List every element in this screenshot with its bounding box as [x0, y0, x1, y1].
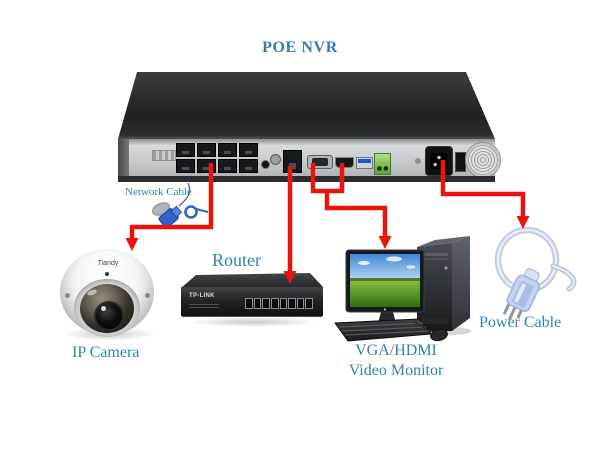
tower-top — [417, 236, 470, 247]
tower-side — [452, 236, 470, 331]
router-port — [279, 298, 288, 309]
router-brand: TP-LINK — [189, 293, 215, 299]
nvr-poe-port — [218, 159, 237, 173]
keyboard-mouse — [334, 318, 448, 342]
camera-screw — [105, 272, 109, 276]
nvr-usb-port — [356, 157, 373, 169]
network-cable-icon — [152, 182, 209, 228]
video-monitor — [345, 249, 425, 332]
monitor-logo — [383, 308, 387, 311]
router-port — [245, 298, 253, 309]
mouse — [430, 328, 448, 342]
nvr-rear-panel — [118, 139, 500, 177]
keyboard-keys-row — [341, 326, 427, 332]
nvr-poe-port — [176, 143, 195, 157]
monitor-label-line1: VGA/HDMI — [355, 342, 437, 359]
nvr-poe-port — [239, 143, 258, 157]
camera-lens-glint — [101, 306, 106, 311]
nvr-vent-grille — [152, 150, 176, 161]
router-port — [253, 298, 262, 309]
mouse-cable — [413, 321, 432, 333]
arrow-nvr-to-camera — [129, 163, 214, 240]
tower-optical-drive — [421, 253, 448, 256]
router-port — [288, 298, 296, 309]
nvr-screw — [415, 158, 421, 164]
cloud — [406, 265, 416, 269]
ip-camera-label: IP Camera — [72, 344, 140, 361]
nvr-audio-jack — [261, 160, 270, 169]
camera-brand: Tiandy — [97, 260, 119, 267]
tower-front — [417, 243, 452, 332]
nvr-hdmi-port — [335, 157, 354, 168]
connection-arrows — [129, 160, 526, 273]
router-front-panel: TP-LINK — [181, 287, 323, 317]
keyboard-keys-row — [344, 330, 430, 336]
nvr-top-surface — [118, 72, 495, 139]
router-label: Router — [212, 250, 261, 270]
arrow-nvr-to-monitor — [310, 163, 388, 238]
router-label-text — [189, 304, 219, 309]
monitor-screen-horizon — [350, 278, 420, 281]
nvr-poe-port — [197, 143, 216, 157]
nvr-poe-port — [218, 143, 237, 157]
ip-camera: Tiandy — [58, 243, 158, 343]
monitor-label-line2: Video Monitor — [348, 362, 444, 379]
router-port — [296, 298, 305, 309]
nvr-screw — [270, 154, 281, 165]
network-cable-label: Network Cable — [125, 186, 192, 198]
tower-power-button — [444, 266, 448, 270]
router-shadow — [188, 317, 318, 327]
cloud — [386, 256, 402, 262]
power-cable-label: Power Cable — [479, 314, 562, 331]
nvr-poe-port — [176, 159, 195, 173]
router-port — [305, 298, 313, 309]
cloud — [358, 261, 370, 265]
keyboard-keys-row — [338, 322, 424, 328]
nvr-left-edge — [118, 139, 129, 176]
router-port — [262, 298, 270, 309]
power-plug — [502, 268, 541, 321]
camera-screw — [65, 293, 70, 298]
camera-lens — [94, 301, 124, 331]
router-port-block — [245, 298, 313, 309]
nvr-bottom-strip — [118, 176, 495, 182]
power-cable — [494, 226, 577, 321]
nvr-poe-port — [239, 159, 258, 173]
nvr-power-switch — [455, 152, 466, 172]
tower-drive-slot — [421, 258, 448, 260]
arrow-heads — [125, 216, 530, 284]
tower-vent — [421, 318, 448, 324]
nvr-power-terminal — [374, 153, 391, 175]
nvr-title: POE NVR — [262, 39, 338, 56]
monitor-screen-grass — [350, 281, 420, 307]
arrow-nvr-to-power-cable — [440, 160, 526, 218]
camera-screw — [145, 293, 150, 298]
router-port — [270, 298, 279, 309]
